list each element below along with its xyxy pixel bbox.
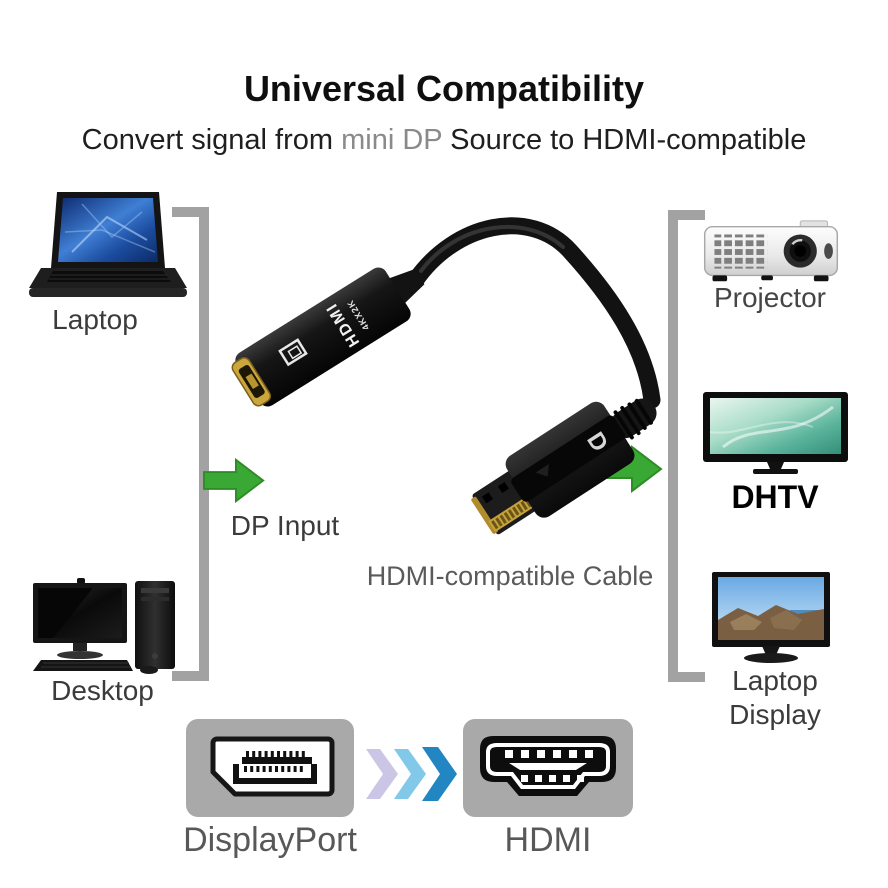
laptop-icon [29,192,187,297]
subtitle-suffix: Source to HDMI-compatible [442,124,807,156]
dhtv-label: DHTV [731,479,819,515]
dp-input-arrow-icon [203,457,265,504]
displayport-label: DisplayPort [183,821,357,859]
left-bracket [172,207,209,681]
dp-male-connector: D [471,398,657,535]
cable-label: HDMI-compatible Cable [366,561,654,591]
dhtv-icon [703,392,848,474]
adapter-cable-image: D HDMI 4KX2K [231,217,661,535]
subtitle-prefix: Convert signal from [81,124,342,156]
subtitle-highlight: mini DP [341,124,443,156]
chevrons-icon [366,747,457,801]
desktop-icon [33,578,175,674]
hdmi-connector-icon [463,719,633,817]
projector-label: Projector [713,282,827,313]
desktop-label: Desktop [51,675,154,706]
laptop-display-icon [712,572,830,663]
page-title: Universal Compatibility [243,68,645,109]
laptop-display-label: Laptop Display [729,665,821,731]
laptop-label: Laptop [52,304,138,335]
hdmi-adapter-head: HDMI 4KX2K [231,267,425,407]
right-bracket [668,210,705,682]
hdmi-label: HDMI [504,821,592,859]
page-subtitle: Convert signal from mini DP Source to HD… [0,124,888,157]
dp-input-label: DP Input [230,510,340,541]
displayport-connector-icon [186,719,354,817]
projector-icon [703,220,839,282]
